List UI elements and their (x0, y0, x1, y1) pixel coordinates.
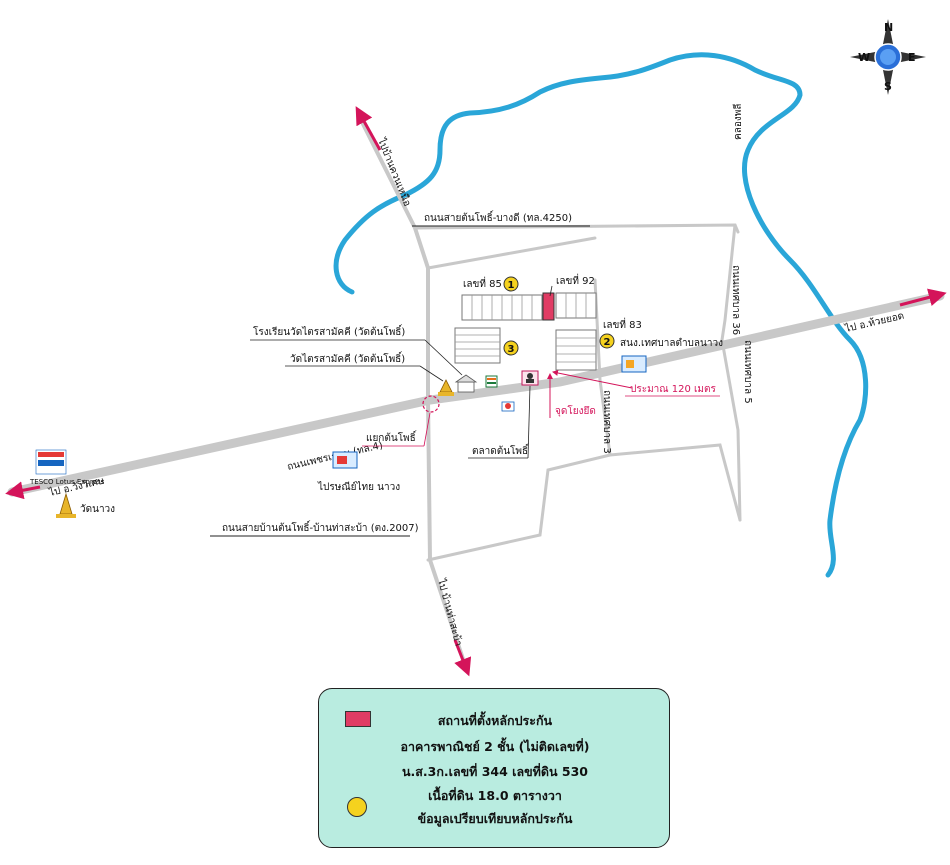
comparable-1-num: 1 (508, 280, 515, 291)
label-municipal: สนง.เทศบาลตำบลนาวง (620, 338, 723, 349)
label-parcel-83: เลขที่ 83 (603, 317, 642, 331)
legend-line-5: ข้อมูลเปรียบเทียบหลักประกัน (417, 811, 573, 826)
roads (7, 116, 945, 667)
label-road-bangdee: ถนนสายต้นโพธิ์-บางดี (ทล.4250) (424, 210, 572, 224)
label-tesco: TESCO Lotus Express (29, 478, 105, 486)
legend-line-2: อาคารพาณิชย์ 2 ชั้น (ไม่ติดเลขที่) (400, 739, 590, 754)
distance-arrow-h (552, 370, 633, 389)
compass-e: E (908, 51, 916, 64)
legend-subject-swatch (345, 711, 371, 727)
label-start-point: จุดโยงยึด (555, 404, 596, 417)
label-wat-nawong: วัดนาวง (80, 504, 115, 515)
label-parcel-92: เลขที่ 92 (556, 273, 595, 287)
municipal-office-icon (621, 355, 647, 373)
label-intersection: แยกต้นโพธิ์ (366, 430, 417, 444)
label-road-tessaban3: ถนนเทศบาล 3 (601, 390, 612, 454)
leader-intersection (423, 412, 431, 447)
compass-s: S (884, 80, 892, 93)
post-office-icon (332, 451, 358, 469)
school-icon (454, 374, 478, 393)
leader-school (424, 339, 463, 376)
comparable-2-num: 2 (604, 337, 611, 348)
legend-line-1: สถานที่ตั้งหลักประกัน (437, 713, 553, 728)
road-north (358, 116, 467, 667)
label-road-tessaban36: ถนนเทศบาล 36 (730, 265, 741, 335)
block-mid-right (555, 329, 597, 371)
market-icon (521, 370, 539, 386)
block-dividers (455, 293, 596, 363)
leader-92 (549, 285, 553, 297)
road-inner-top (426, 236, 597, 270)
legend-line-3: น.ส.3ก.เลขที่ 344 เลขที่ดิน 530 (401, 764, 589, 779)
label-canal: คลองพลี (732, 104, 744, 140)
compass-n: N (884, 21, 893, 34)
label-road-tessaban5: ถนนเทศบาล 5 (742, 340, 753, 404)
wat-nawong-icon (56, 492, 76, 518)
label-distance: ประมาณ 120 เมตร (630, 384, 717, 395)
arrow-west (5, 481, 41, 500)
arrow-south (453, 639, 472, 677)
label-temple: วัดไตรสามัคคี (วัดต้นโพธิ์) (290, 351, 405, 365)
seven-eleven-icon (485, 375, 498, 388)
label-parcel-85: เลขที่ 85 (463, 276, 502, 290)
river-canal (333, 52, 869, 578)
road-tessaban36 (720, 223, 742, 522)
bank-icon (501, 401, 515, 412)
comparable-3: 3 (503, 340, 519, 356)
label-market: ตลาดต้นโพธิ์ (472, 443, 530, 457)
comparable-1: 1 (503, 276, 519, 292)
intersection-marker (422, 395, 440, 413)
leader-market (527, 385, 531, 459)
leader-temple (419, 365, 444, 382)
label-school: โรงเรียนวัดไตรสามัคคี (วัดต้นโพธิ์) (253, 324, 405, 338)
tesco-lotus-icon: TESCO Lotus Express (29, 449, 105, 486)
temple-icon (438, 379, 454, 396)
road-south-loop (426, 443, 742, 562)
road-tessaban3 (593, 278, 612, 457)
legend-box: สถานที่ตั้งหลักประกัน อาคารพาณิชย์ 2 ชั้… (318, 688, 670, 848)
compass-w: W (858, 51, 870, 64)
building-blocks (454, 292, 597, 371)
legend-line-4: เนื้อที่ดิน 18.0 ตารางวา (428, 788, 562, 803)
arrow-east (899, 288, 947, 307)
block-mid-left (454, 327, 501, 364)
subject-property (542, 292, 555, 321)
road-phetkasem (7, 291, 945, 497)
label-road-south: ถนนสายบ้านต้นโพธิ์-บ้านท่าสะบ้า (ตง.2007… (222, 520, 419, 534)
comparable-2: 2 (599, 333, 615, 349)
compass-icon: N S E W (850, 19, 926, 95)
arrow-north (355, 106, 382, 151)
label-post-office: ไปรษณีย์ไทย นาวง (317, 481, 400, 493)
comparable-3-num: 3 (508, 344, 515, 355)
label-dir-south: ไป บ้านท่าสะบ้า (435, 577, 465, 648)
legend-comparable-dot (347, 797, 367, 817)
